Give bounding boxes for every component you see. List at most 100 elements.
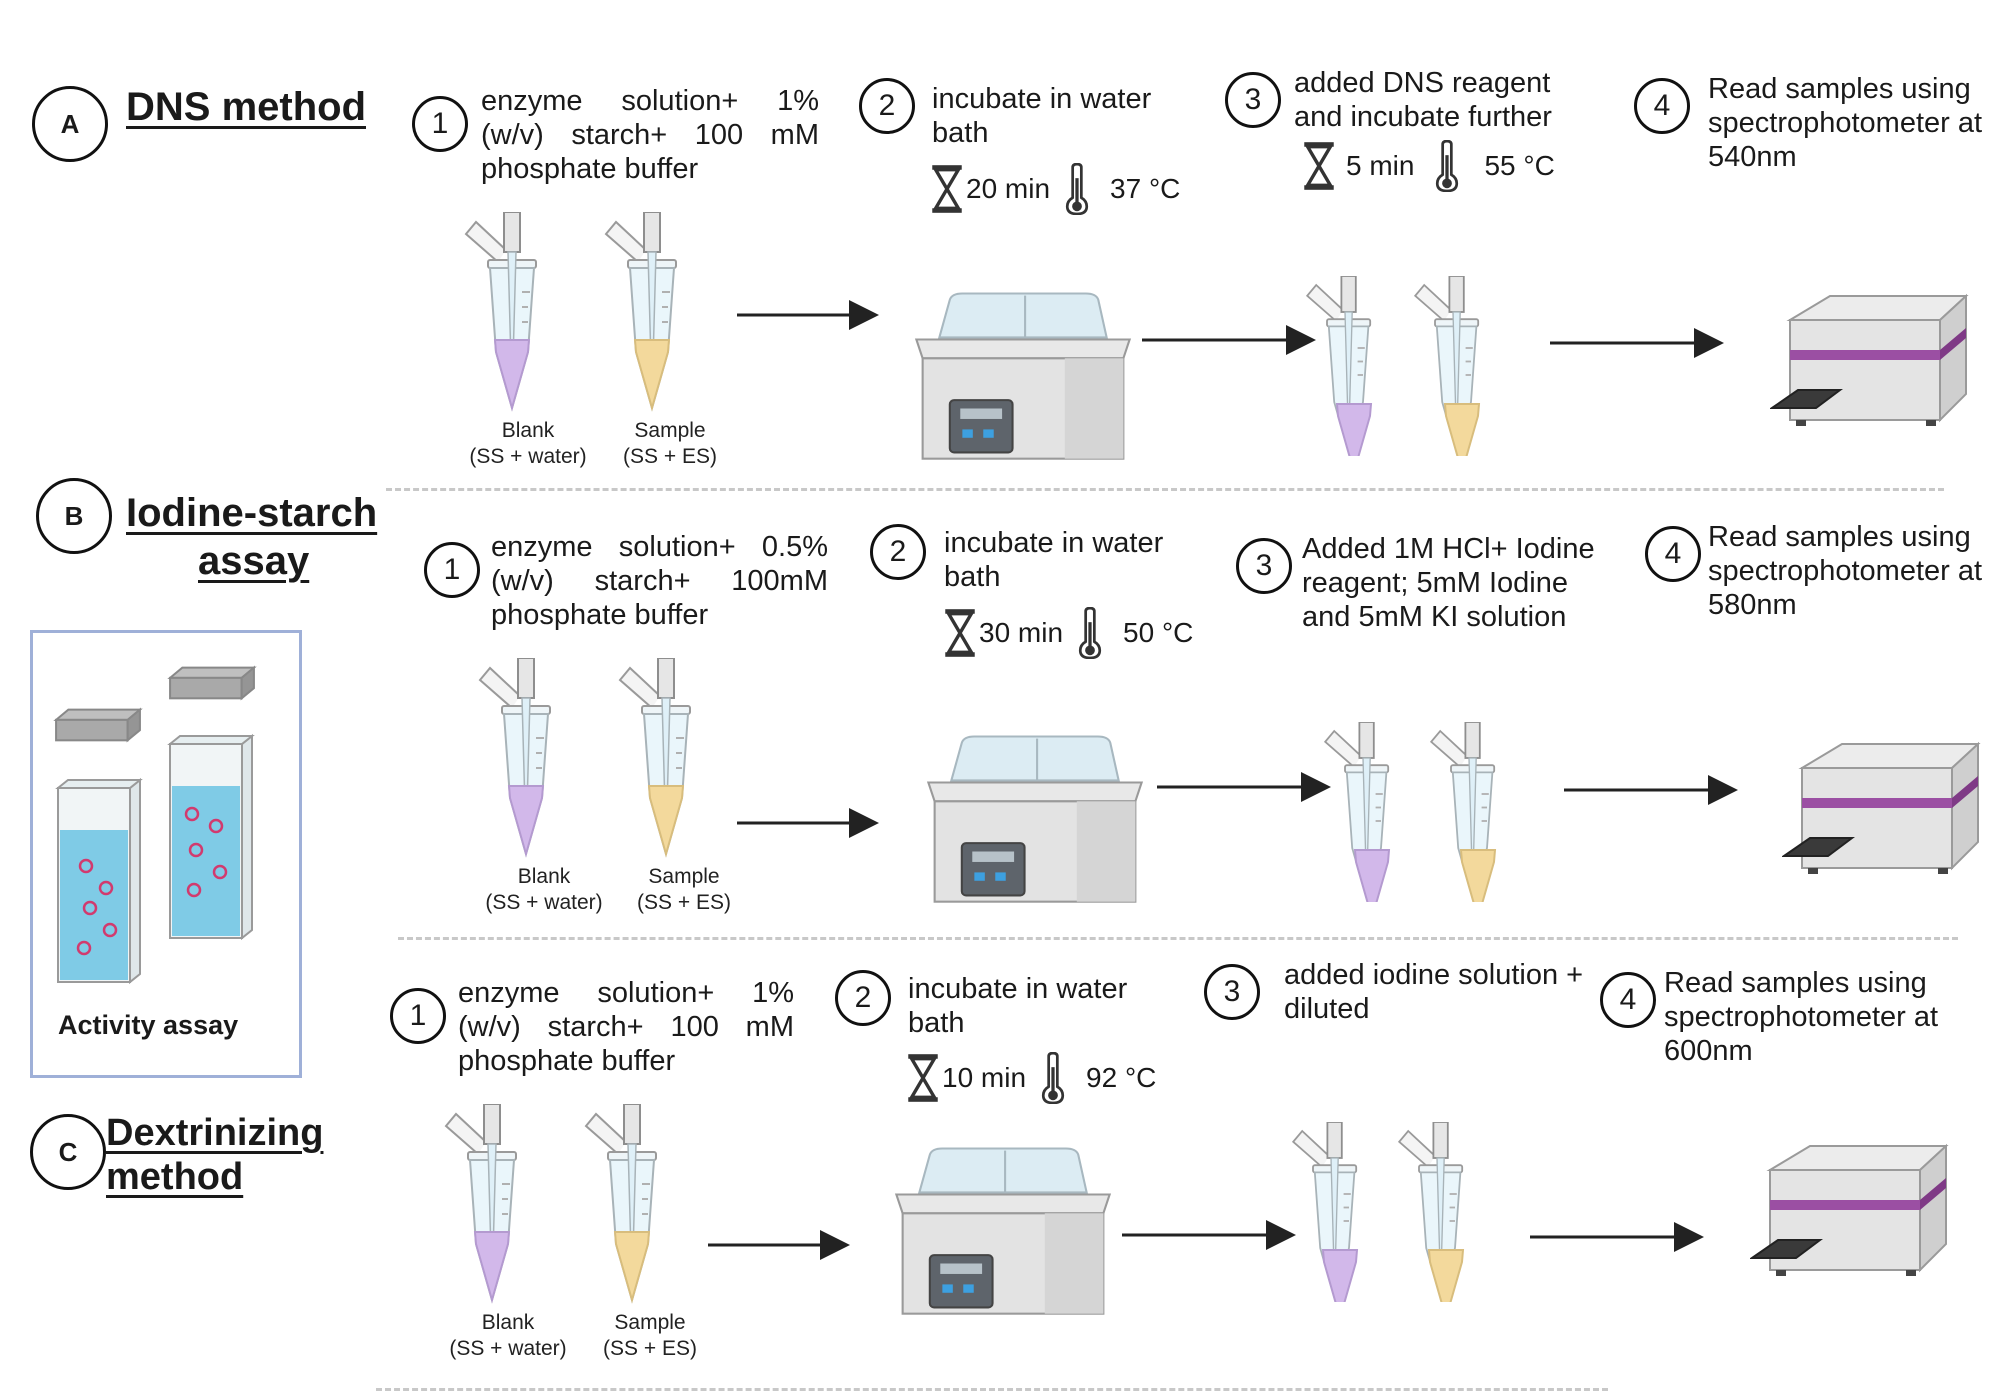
section-b-step-1-badge: 1 [424, 542, 480, 598]
section-a-step-4-badge: 4 [1634, 78, 1690, 134]
incubation-temperature: 92 °C [1086, 1062, 1157, 1093]
tube-detail: (SS + water) [449, 1337, 567, 1360]
incubation-time: 20 min [966, 173, 1051, 204]
blank-tube-icon [1300, 276, 1373, 456]
step-number: 1 [409, 999, 427, 1032]
section-b-step-2-text: incubate in water bath [944, 527, 1164, 593]
section-c-step-4-badge: 4 [1600, 972, 1656, 1028]
tube-name: Blank [517, 865, 571, 888]
blank-tube-label: Blank(SS + water) [448, 418, 608, 470]
section-c-letter: C [58, 1136, 78, 1167]
section-c-step-1-badge: 1 [390, 988, 446, 1044]
sample-tube-icon [578, 1104, 678, 1304]
section-divider [386, 488, 1944, 491]
blank-tube-icon [1318, 722, 1391, 902]
step-number: 4 [1653, 89, 1671, 122]
step-number: 2 [878, 89, 896, 122]
tube-detail: (SS + ES) [623, 445, 717, 468]
section-a-step-2-text: incubate in water bath [932, 83, 1152, 149]
spectrophotometer-icon [1750, 1140, 1950, 1280]
arrow-right-icon [1530, 1222, 1704, 1252]
incubation-time: 30 min [979, 617, 1064, 648]
sample-tube-icon [1392, 1122, 1465, 1302]
blank-tube-icon [472, 658, 572, 858]
section-a-step-1-text: enzyme solution+ 1% (w/v) starch+ 100 mM… [481, 85, 819, 185]
section-a-step-4-text: Read samples using spectrophotometer at … [1708, 73, 1983, 173]
section-c-step-2-conditions: 10 min 92 °C [906, 1052, 1156, 1104]
section-a-step-2-conditions: 20 min 37 °C [930, 163, 1180, 215]
spectrophotometer-icon [1782, 738, 1982, 878]
sample-tube-icon [1424, 722, 1497, 902]
thermometer-icon [1075, 607, 1105, 659]
section-b-step-4-text: Read samples using spectrophotometer at … [1708, 521, 1983, 621]
step-number: 3 [1223, 975, 1241, 1008]
thermometer-icon [1062, 163, 1092, 215]
section-b-step-3-text: Added 1M HCl+ Iodine reagent; 5mM Iodine… [1302, 533, 1595, 633]
tube-detail: (SS + water) [485, 891, 603, 914]
section-b-title-line2: assay [198, 539, 310, 583]
blank-tube-label: Blank(SS + water) [428, 1310, 588, 1362]
arrow-right-icon [1142, 325, 1316, 355]
step-number: 2 [889, 535, 907, 568]
blank-tube-icon [1286, 1122, 1359, 1302]
incubation-time: 10 min [942, 1062, 1027, 1093]
sample-tube-icon [612, 658, 712, 858]
cuvette-icon [54, 748, 144, 988]
tube-name: Sample [648, 865, 720, 888]
section-a-letter: A [60, 108, 80, 139]
section-c-step-1-text: enzyme solution+ 1% (w/v) starch+ 100 mM… [458, 977, 794, 1077]
section-c-step-4-text: Read samples using spectrophotometer at … [1664, 967, 1939, 1067]
tube-name: Sample [614, 1311, 686, 1334]
arrow-right-icon [1550, 328, 1724, 358]
arrow-right-icon [708, 1230, 850, 1260]
step-number: 4 [1664, 537, 1682, 570]
step-number: 4 [1619, 983, 1637, 1016]
section-b-step-1-text: enzyme solution+ 0.5% (w/v) starch+ 100m… [491, 531, 828, 631]
section-c-step-2-badge: 2 [835, 970, 891, 1026]
tube-name: Blank [501, 419, 555, 442]
incubation-temperature: 55 °C [1484, 150, 1555, 181]
section-c-title-line2: method [106, 1156, 244, 1198]
arrow-right-icon [737, 808, 879, 838]
section-a-badge: A [32, 86, 108, 162]
section-b-step-3-badge: 3 [1236, 538, 1292, 594]
spectrophotometer-icon [1770, 290, 1970, 430]
blank-tube-label: Blank (SS + water) [464, 864, 624, 916]
hourglass-icon [943, 608, 977, 658]
arrow-right-icon [1564, 775, 1738, 805]
hourglass-icon [906, 1053, 940, 1103]
section-c-step-3-badge: 3 [1204, 964, 1260, 1020]
section-b-badge: B [36, 478, 112, 554]
incubation-temperature: 50 °C [1123, 617, 1194, 648]
step-number: 1 [431, 107, 449, 140]
section-a-step-3-badge: 3 [1225, 72, 1281, 128]
section-b-title-line1: Iodine-starch [126, 491, 378, 535]
sample-tube-icon [1408, 276, 1481, 456]
section-divider [376, 1388, 1608, 1391]
section-a-step-3-conditions: 5 min 55 °C [1302, 140, 1555, 192]
section-a-step-3-text: added DNS reagent and incubate further [1294, 67, 1552, 133]
sample-tube-icon [598, 212, 698, 412]
activity-assay-label: Activity assay [58, 1010, 239, 1040]
step-number: 3 [1255, 549, 1273, 582]
arrow-right-icon [1157, 772, 1331, 802]
water-bath-icon [908, 285, 1138, 463]
tube-detail: (SS + ES) [603, 1337, 697, 1360]
sample-tube-label: Sample (SS + ES) [570, 1310, 730, 1362]
sample-tube-label: Sample(SS + ES) [590, 418, 750, 470]
thermometer-icon [1432, 140, 1462, 192]
section-c-step-3-text: added iodine solution + diluted [1284, 959, 1584, 1025]
activity-assay-panel [30, 630, 302, 1078]
section-c-badge: C [30, 1114, 106, 1190]
incubation-temperature: 37 °C [1110, 173, 1181, 204]
cuvette-cap-icon [166, 664, 258, 704]
section-a-step-2-badge: 2 [859, 78, 915, 134]
step-number: 3 [1244, 83, 1262, 116]
thermometer-icon [1038, 1052, 1068, 1104]
section-b-step-2-badge: 2 [870, 524, 926, 580]
water-bath-icon [920, 724, 1150, 910]
section-c-title-line1: Dextrinizing [106, 1112, 324, 1154]
section-b-step-4-badge: 4 [1645, 526, 1701, 582]
section-a-title: DNS method [126, 85, 366, 129]
section-b-letter: B [64, 500, 84, 531]
